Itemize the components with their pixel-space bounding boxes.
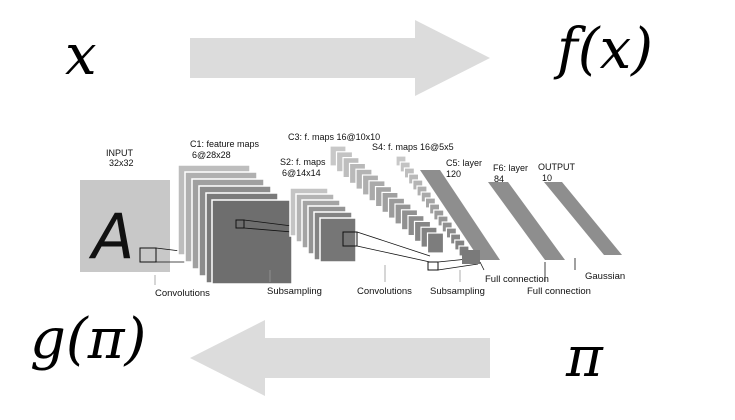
conv2-line-b — [356, 245, 431, 263]
output-label: OUTPUT — [538, 162, 576, 172]
c3-feature-maps — [329, 145, 445, 254]
op-subsampling-2: Subsampling — [430, 286, 485, 297]
right-arrow — [190, 20, 490, 96]
c1-receptive-field — [235, 219, 245, 229]
c1-feature-maps — [177, 164, 293, 285]
op-convolutions-2: Convolutions — [357, 286, 412, 297]
c5-layer — [420, 170, 500, 260]
f6-size-label: 84 — [494, 174, 504, 184]
input-receptive-field — [139, 247, 157, 263]
left-arrow — [190, 320, 490, 396]
pi-symbol: π — [566, 325, 603, 390]
op-full-connection-2: Full connection — [527, 286, 591, 297]
x-symbol: x — [65, 23, 97, 88]
c3-label: C3: f. maps 16@10x10 — [288, 132, 380, 142]
s4-final-map — [462, 250, 480, 264]
fc1-tick — [479, 261, 485, 271]
input-label: INPUT — [106, 148, 134, 158]
feature-map — [426, 232, 445, 254]
fx-symbol: f(x) — [557, 17, 654, 82]
op-convolutions-1: Convolutions — [155, 288, 210, 299]
c5-label: C5: layer — [446, 158, 482, 168]
s4-receptive-field — [427, 261, 439, 271]
c1-size-label: 6@28x28 — [192, 150, 231, 160]
c1-label: C1: feature maps — [190, 139, 260, 149]
output-layer — [544, 182, 622, 255]
c5-size-label: 120 — [446, 169, 461, 179]
s2-feature-maps — [289, 187, 357, 263]
op-gaussian: Gaussian — [585, 271, 625, 282]
f6-layer — [488, 182, 565, 260]
g-pi-symbol: g(π) — [30, 307, 147, 372]
input-letter: A — [88, 200, 134, 273]
output-size-label: 10 — [542, 173, 552, 183]
c3-receptive-field — [342, 231, 358, 247]
s2-label: S2: f. maps — [280, 157, 326, 167]
op-subsampling-1: Subsampling — [267, 286, 322, 297]
conv2-line-a — [356, 231, 431, 257]
input-size-label: 32x32 — [109, 158, 134, 168]
s2-size-label: 6@14x14 — [282, 168, 321, 178]
s4-feature-maps — [395, 155, 470, 257]
op-full-connection-1: Full connection — [485, 274, 549, 285]
f6-label: F6: layer — [493, 163, 528, 173]
input-image — [80, 180, 170, 272]
sub2-line-b — [437, 263, 479, 271]
s4-label: S4: f. maps 16@5x5 — [372, 142, 454, 152]
